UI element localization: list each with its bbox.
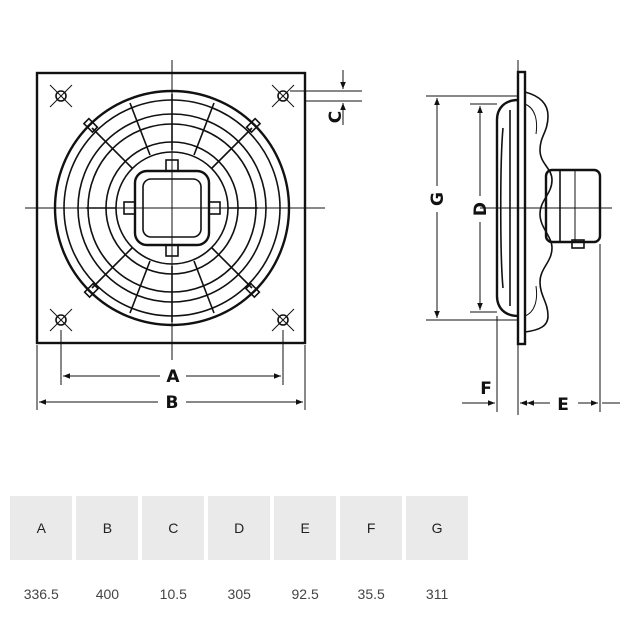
dimension-c-label: C — [326, 111, 346, 123]
dimension-d-label: D — [471, 202, 491, 216]
front-view: A B C — [25, 60, 362, 413]
mounting-hole-bottom-right — [271, 308, 295, 332]
guard-spokes — [86, 94, 258, 322]
table-value-f: 35.5 — [338, 560, 407, 628]
side-fan-ring — [495, 98, 519, 318]
table-value-d: 305 — [206, 560, 275, 628]
side-view: G D F E — [426, 60, 620, 415]
dimension-e-label: E — [557, 395, 569, 415]
table-header-b: B — [74, 496, 143, 560]
table-value-e: 92.5 — [272, 560, 341, 628]
table-header-row: A B C D E F G — [10, 496, 472, 560]
table-header-e: E — [272, 496, 341, 560]
dimension-b-label: B — [166, 393, 179, 413]
mounting-hole-top-right — [271, 84, 295, 108]
dimension-c: C — [290, 70, 362, 125]
mounting-holes — [49, 84, 295, 332]
dimension-b: B — [36, 345, 306, 413]
table-value-c: 10.5 — [140, 560, 209, 628]
side-motor-body — [544, 168, 602, 244]
fan-outer-ring — [53, 89, 291, 327]
table-value-b: 400 — [74, 560, 143, 628]
dimension-g: G — [426, 95, 518, 321]
dimension-a: A — [60, 330, 284, 387]
dimension-a-label: A — [166, 367, 180, 387]
dimension-e: E — [527, 244, 620, 415]
side-mounting-plate — [516, 70, 527, 346]
table-value-a: 336.5 — [10, 560, 77, 628]
dimension-f-label: F — [480, 379, 492, 399]
motor-hub-inner — [142, 178, 202, 238]
dimensions-table: A B C D E F G 336.5 400 10.5 305 92.5 35… — [10, 496, 472, 628]
table-header-c: C — [140, 496, 209, 560]
table-header-a: A — [10, 496, 77, 560]
mounting-hole-bottom-left — [49, 308, 73, 332]
table-header-f: F — [338, 496, 407, 560]
mounting-hole-top-left — [49, 84, 73, 108]
motor-hub-tabs — [123, 159, 221, 257]
side-motor-bracket — [571, 239, 585, 249]
table-header-g: G — [404, 496, 472, 560]
side-guard-wires — [524, 91, 553, 333]
table-header-d: D — [206, 496, 275, 560]
table-row: 336.5 400 10.5 305 92.5 35.5 311 — [10, 560, 472, 628]
fan-dimension-drawing: A B C — [25, 60, 620, 415]
guard-clips — [82, 117, 262, 299]
dimension-g-label: G — [428, 192, 448, 206]
dimension-f: F — [462, 316, 530, 412]
table-value-g: 311 — [404, 560, 472, 628]
dimension-d: D — [470, 103, 497, 313]
